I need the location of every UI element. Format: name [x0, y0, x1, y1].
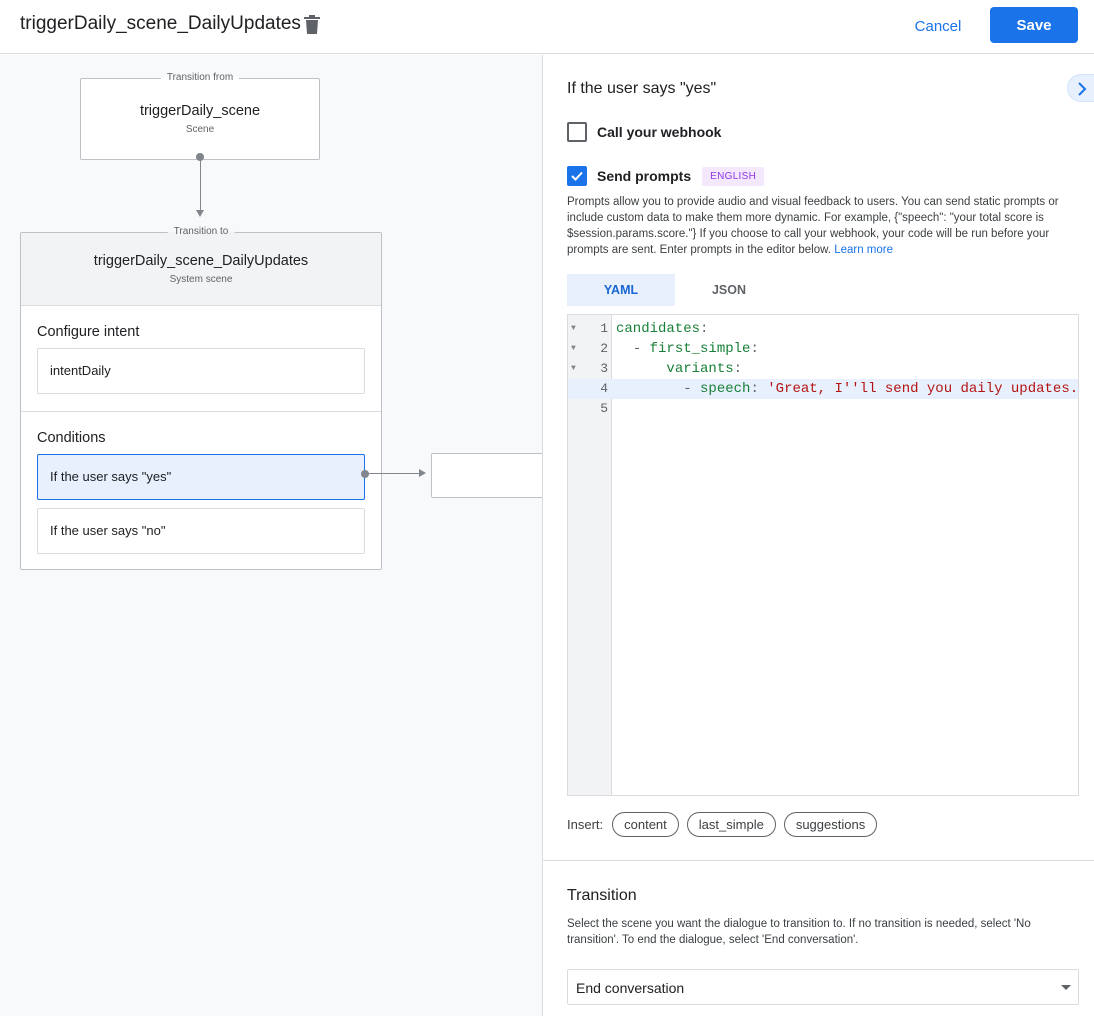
line-number: 2	[600, 341, 608, 356]
insert-chip-content[interactable]: content	[612, 812, 679, 837]
checkmark-icon	[571, 171, 583, 181]
tab-json[interactable]: JSON	[711, 283, 747, 297]
condition-connector-dot	[361, 470, 369, 478]
to-scene-type: System scene	[169, 274, 233, 285]
arrow-right-icon	[419, 469, 426, 477]
trash-icon[interactable]	[304, 15, 320, 34]
transition-to-node: Transition to triggerDaily_scene_DailyUp…	[20, 226, 382, 570]
tab-yaml[interactable]: YAML	[567, 274, 675, 306]
webhook-label: Call your webhook	[597, 124, 722, 140]
transition-select[interactable]: End conversation	[567, 969, 1079, 1005]
insert-chip-suggestions[interactable]: suggestions	[783, 812, 878, 837]
language-badge: ENGLISH	[702, 166, 765, 186]
scene-canvas: Transition from triggerDaily_scene Scene…	[0, 55, 542, 1016]
transition-title: Transition	[567, 887, 637, 904]
section-divider	[543, 860, 1094, 861]
transition-to-tag: Transition to	[167, 226, 235, 237]
transition-to-header: Transition to triggerDaily_scene_DailyUp…	[21, 226, 381, 306]
line-number: 4	[600, 381, 608, 396]
line-number: 3	[600, 361, 608, 376]
save-button[interactable]: Save	[990, 7, 1078, 43]
fold-arrow-icon[interactable]: ▼	[571, 344, 576, 353]
send-prompts-row: Send prompts ENGLISH	[567, 166, 765, 186]
section-divider	[21, 411, 381, 412]
yaml-key: first_simple	[649, 341, 751, 357]
condition-connector-line	[365, 473, 421, 474]
cancel-button[interactable]: Cancel	[904, 9, 972, 43]
editor-line: 5	[568, 399, 1078, 419]
panel-title: If the user says "yes"	[567, 80, 717, 97]
send-prompts-checkbox[interactable]	[567, 166, 587, 186]
configure-intent-label: Configure intent	[37, 324, 140, 340]
condition-panel: If the user says "yes" Call your webhook…	[542, 55, 1094, 1016]
line-number: 1	[600, 321, 608, 336]
prompts-description-text: Prompts allow you to provide audio and v…	[567, 196, 1059, 256]
yaml-key: candidates	[616, 321, 701, 337]
transition-select-value: End conversation	[576, 980, 685, 996]
yaml-key: speech	[700, 381, 751, 397]
transition-description: Select the scene you want the dialogue t…	[567, 918, 1031, 946]
transition-from-node[interactable]: Transition from triggerDaily_scene Scene	[80, 72, 320, 160]
fold-arrow-icon[interactable]: ▼	[571, 324, 576, 333]
transition-from-tag: Transition from	[160, 72, 240, 83]
editor-line-active: 4 - speech: 'Great, I''ll send you daily…	[568, 379, 1079, 399]
insert-chip-last-simple[interactable]: last_simple	[686, 812, 776, 837]
top-bar: triggerDaily_scene_DailyUpdates Cancel S…	[0, 0, 1094, 54]
condition-no[interactable]: If the user says "no"	[37, 508, 365, 554]
webhook-checkbox[interactable]	[567, 122, 587, 142]
insert-toolbar: Insert: content last_simple suggestions	[567, 812, 878, 837]
editor-line: ▼ 2 - first_simple:	[568, 339, 1078, 359]
insert-label: Insert:	[567, 817, 604, 832]
to-scene-name: triggerDaily_scene_DailyUpdates	[93, 253, 309, 269]
yaml-string: 'Great, I''ll send you daily updates.'	[767, 381, 1079, 397]
format-tabs: YAML JSON	[567, 274, 783, 306]
yaml-key: variants	[666, 361, 734, 377]
page-title: triggerDaily_scene_DailyUpdates	[20, 13, 301, 34]
connector-line	[200, 156, 201, 210]
dropdown-caret-icon	[1061, 985, 1071, 990]
editor-line: ▼ 1 candidates:	[568, 319, 1078, 339]
fold-arrow-icon[interactable]: ▼	[571, 364, 576, 373]
send-prompts-label: Send prompts	[597, 168, 692, 184]
collapse-panel-button[interactable]	[1067, 74, 1094, 102]
learn-more-link[interactable]: Learn more	[834, 244, 894, 256]
arrow-down-icon	[196, 210, 204, 217]
from-scene-type: Scene	[185, 124, 215, 135]
transition-target-node[interactable]	[431, 453, 542, 498]
condition-yes[interactable]: If the user says "yes"	[37, 454, 365, 500]
editor-line: ▼ 3 variants:	[568, 359, 1078, 379]
from-scene-name: triggerDaily_scene	[139, 103, 261, 119]
code-editor[interactable]: ▼ 1 candidates: ▼ 2 - first_simple: ▼ 3 …	[567, 314, 1079, 796]
prompts-description: Prompts allow you to provide audio and v…	[567, 194, 1083, 258]
intent-field[interactable]: intentDaily	[37, 348, 365, 394]
line-number: 5	[600, 401, 608, 416]
conditions-label: Conditions	[37, 430, 106, 446]
chevron-right-icon	[1078, 82, 1087, 96]
webhook-row: Call your webhook	[567, 122, 721, 142]
